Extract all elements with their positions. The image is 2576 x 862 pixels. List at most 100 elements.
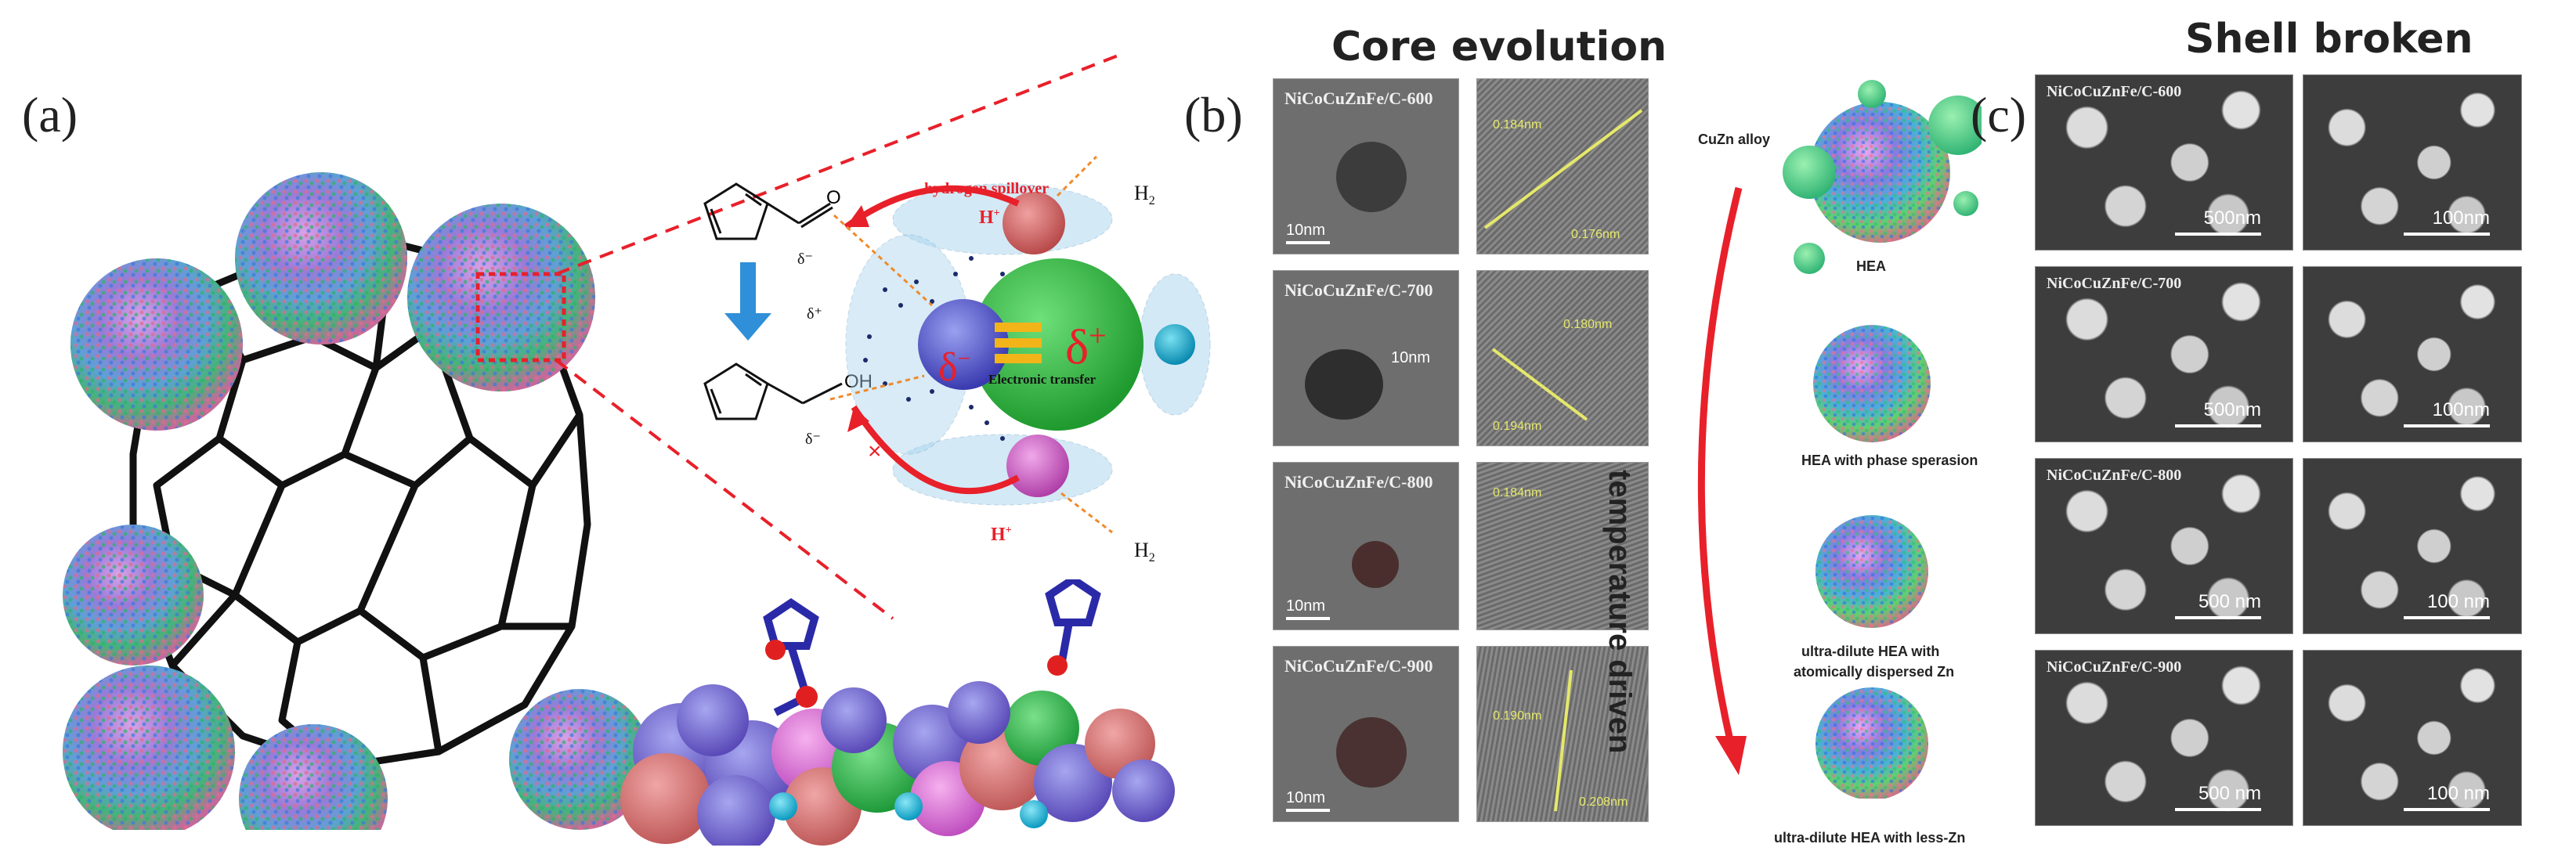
delta-minus-symbol: δ — [938, 345, 958, 390]
lattice-fringe-4: 0.190nm 0.208nm — [1476, 646, 1649, 822]
furfural-o-label: O — [826, 187, 841, 208]
furfural-molecule — [703, 182, 833, 240]
sem-scale: 100 nm — [2426, 783, 2490, 804]
surface-adsorption-illustration — [620, 579, 1175, 846]
sem-scale: 500 nm — [2198, 783, 2261, 804]
micrograph-caption: NiCoCuZnFe/C-800 — [1284, 472, 1433, 492]
scale-bar — [2404, 616, 2490, 619]
sem-image-600-high: 100nm — [2303, 74, 2522, 251]
hea-stages-illustration — [1783, 80, 1982, 799]
temperature-arrow — [1697, 186, 1747, 775]
sem-scale: 100nm — [2432, 207, 2490, 229]
scale-bar — [2404, 424, 2490, 427]
zoom-box — [475, 272, 566, 362]
h2-top-h: H — [1134, 182, 1149, 204]
sem-image-700-high: 100nm — [2303, 266, 2522, 442]
scale-bar — [1286, 617, 1330, 620]
tem-micrograph-3: NiCoCuZnFe/C-800 10nm — [1273, 462, 1459, 630]
electronic-transfer-label: Electronic transfer — [988, 372, 1097, 387]
green-atom — [971, 258, 1143, 431]
sem-caption: NiCoCuZnFe/C-900 — [2047, 658, 2182, 676]
tem-micrograph-1: NiCoCuZnFe/C-600 10nm — [1273, 78, 1459, 254]
micrograph-scale: 10nm — [1286, 222, 1326, 239]
partial-charge-2: δ⁺ — [807, 305, 822, 323]
h2-top-sub: 2 — [1148, 194, 1155, 208]
panel-a-label: (a) — [22, 87, 78, 142]
core-evolution-title: Core evolution — [1331, 23, 1667, 70]
micrograph-caption: NiCoCuZnFe/C-700 — [1284, 280, 1433, 300]
hea-nanoparticles — [63, 172, 650, 830]
sem-scale: 100nm — [2432, 399, 2490, 420]
h2-top-label: H2 — [1134, 182, 1155, 208]
mechanism-schematic: O OH — [703, 155, 1211, 534]
conversion-arrow — [724, 262, 771, 341]
tem-micrograph-4: NiCoCuZnFe/C-900 10nm — [1273, 646, 1459, 822]
sem-scale: 500 nm — [2198, 591, 2261, 612]
d-spacing-2: 0.194nm — [1493, 420, 1542, 433]
pink-atom — [1006, 435, 1069, 497]
d-spacing-2: 0.176nm — [1571, 228, 1620, 241]
micrograph-scale: 10nm — [1286, 789, 1326, 806]
less-zn-label: ultra-dilute HEA with less-Zn — [1774, 830, 1966, 846]
d-spacing-1: 0.184nm — [1493, 486, 1542, 500]
furfuryl-alcohol-molecule — [703, 362, 843, 420]
delta-plus-sup: + — [1089, 318, 1107, 353]
sem-image-900-low: NiCoCuZnFe/C-900 500 nm — [2035, 650, 2293, 826]
shell-broken-title: Shell broken — [2185, 16, 2473, 63]
red-atom — [1003, 192, 1065, 254]
delta-plus-symbol: δ — [1065, 319, 1089, 375]
d-spacing-1: 0.190nm — [1493, 709, 1542, 723]
partial-charge-1: δ⁻ — [797, 251, 813, 268]
scale-bar — [1286, 241, 1330, 244]
sem-image-800-low: NiCoCuZnFe/C-800 500 nm — [2035, 458, 2293, 634]
sem-image-800-high: 100 nm — [2303, 458, 2522, 634]
sem-caption: NiCoCuZnFe/C-800 — [2047, 467, 2182, 484]
cyan-atom — [1154, 324, 1195, 365]
h-plus-bottom-label: H+ — [991, 525, 1012, 546]
sem-image-900-high: 100 nm — [2303, 650, 2522, 826]
cuzn-alloy-label: CuZn alloy — [1698, 132, 1771, 147]
h-plus-bottom-h: H — [991, 525, 1006, 545]
scale-bar — [2404, 808, 2490, 811]
scale-bar — [2404, 233, 2490, 236]
delta-minus-sup: − — [957, 345, 971, 372]
dispersed-zn-label-line2: atomically dispersed Zn — [1794, 664, 1955, 680]
hea-label: HEA — [1856, 258, 1887, 274]
d-spacing-1: 0.180nm — [1563, 318, 1613, 331]
cross-mark: × — [868, 438, 882, 464]
h2-bottom-sub: 2 — [1148, 551, 1155, 565]
temperature-driven-label: temperature driven — [1602, 470, 1637, 754]
lattice-fringe-1: 0.184nm 0.176nm — [1476, 78, 1649, 254]
h2-bottom-h: H — [1134, 539, 1149, 561]
sem-scale: 500nm — [2203, 207, 2261, 229]
sem-caption: NiCoCuZnFe/C-600 — [2047, 83, 2182, 100]
lattice-fringe-2: 0.180nm 0.194nm — [1476, 270, 1649, 446]
sem-image-700-low: NiCoCuZnFe/C-700 500nm — [2035, 266, 2293, 442]
blue-atom — [918, 299, 1009, 390]
micrograph-caption: NiCoCuZnFe/C-600 — [1284, 88, 1433, 108]
partial-charge-3: δ⁻ — [805, 431, 821, 448]
d-spacing-2: 0.208nm — [1579, 795, 1628, 809]
scale-bar — [2175, 233, 2261, 236]
panel-b-label: (b) — [1184, 87, 1243, 142]
tem-micrograph-2: NiCoCuZnFe/C-700 10nm — [1273, 270, 1459, 446]
h-plus-top-sup: + — [993, 207, 1000, 219]
sem-scale: 100 nm — [2426, 591, 2490, 612]
d-spacing-1: 0.184nm — [1493, 118, 1542, 132]
hea-phase-separation-label: HEA with phase sperasion — [1801, 453, 1978, 468]
h-plus-top-h: H — [979, 207, 994, 228]
h-plus-bottom-sup: + — [1005, 525, 1012, 536]
framework-cage-illustration — [63, 172, 650, 830]
delta-minus-label: δ− — [938, 344, 970, 391]
scale-bar — [2175, 808, 2261, 811]
h2-bottom-label: H2 — [1134, 539, 1155, 565]
micrograph-scale: 10nm — [1286, 597, 1326, 615]
lattice-fringe-3: 0.184nm — [1476, 462, 1649, 630]
zoom-guide-lines — [555, 53, 1121, 620]
dispersed-zn-label-line1: ultra-dilute HEA with — [1801, 644, 1940, 659]
delta-plus-label: δ+ — [1065, 317, 1107, 376]
hydrogen-spillover-label: hydrogen spillover — [924, 180, 1050, 197]
micrograph-scale: 10nm — [1391, 349, 1431, 366]
h-plus-top-label: H+ — [979, 207, 1000, 229]
scale-bar — [2175, 424, 2261, 427]
